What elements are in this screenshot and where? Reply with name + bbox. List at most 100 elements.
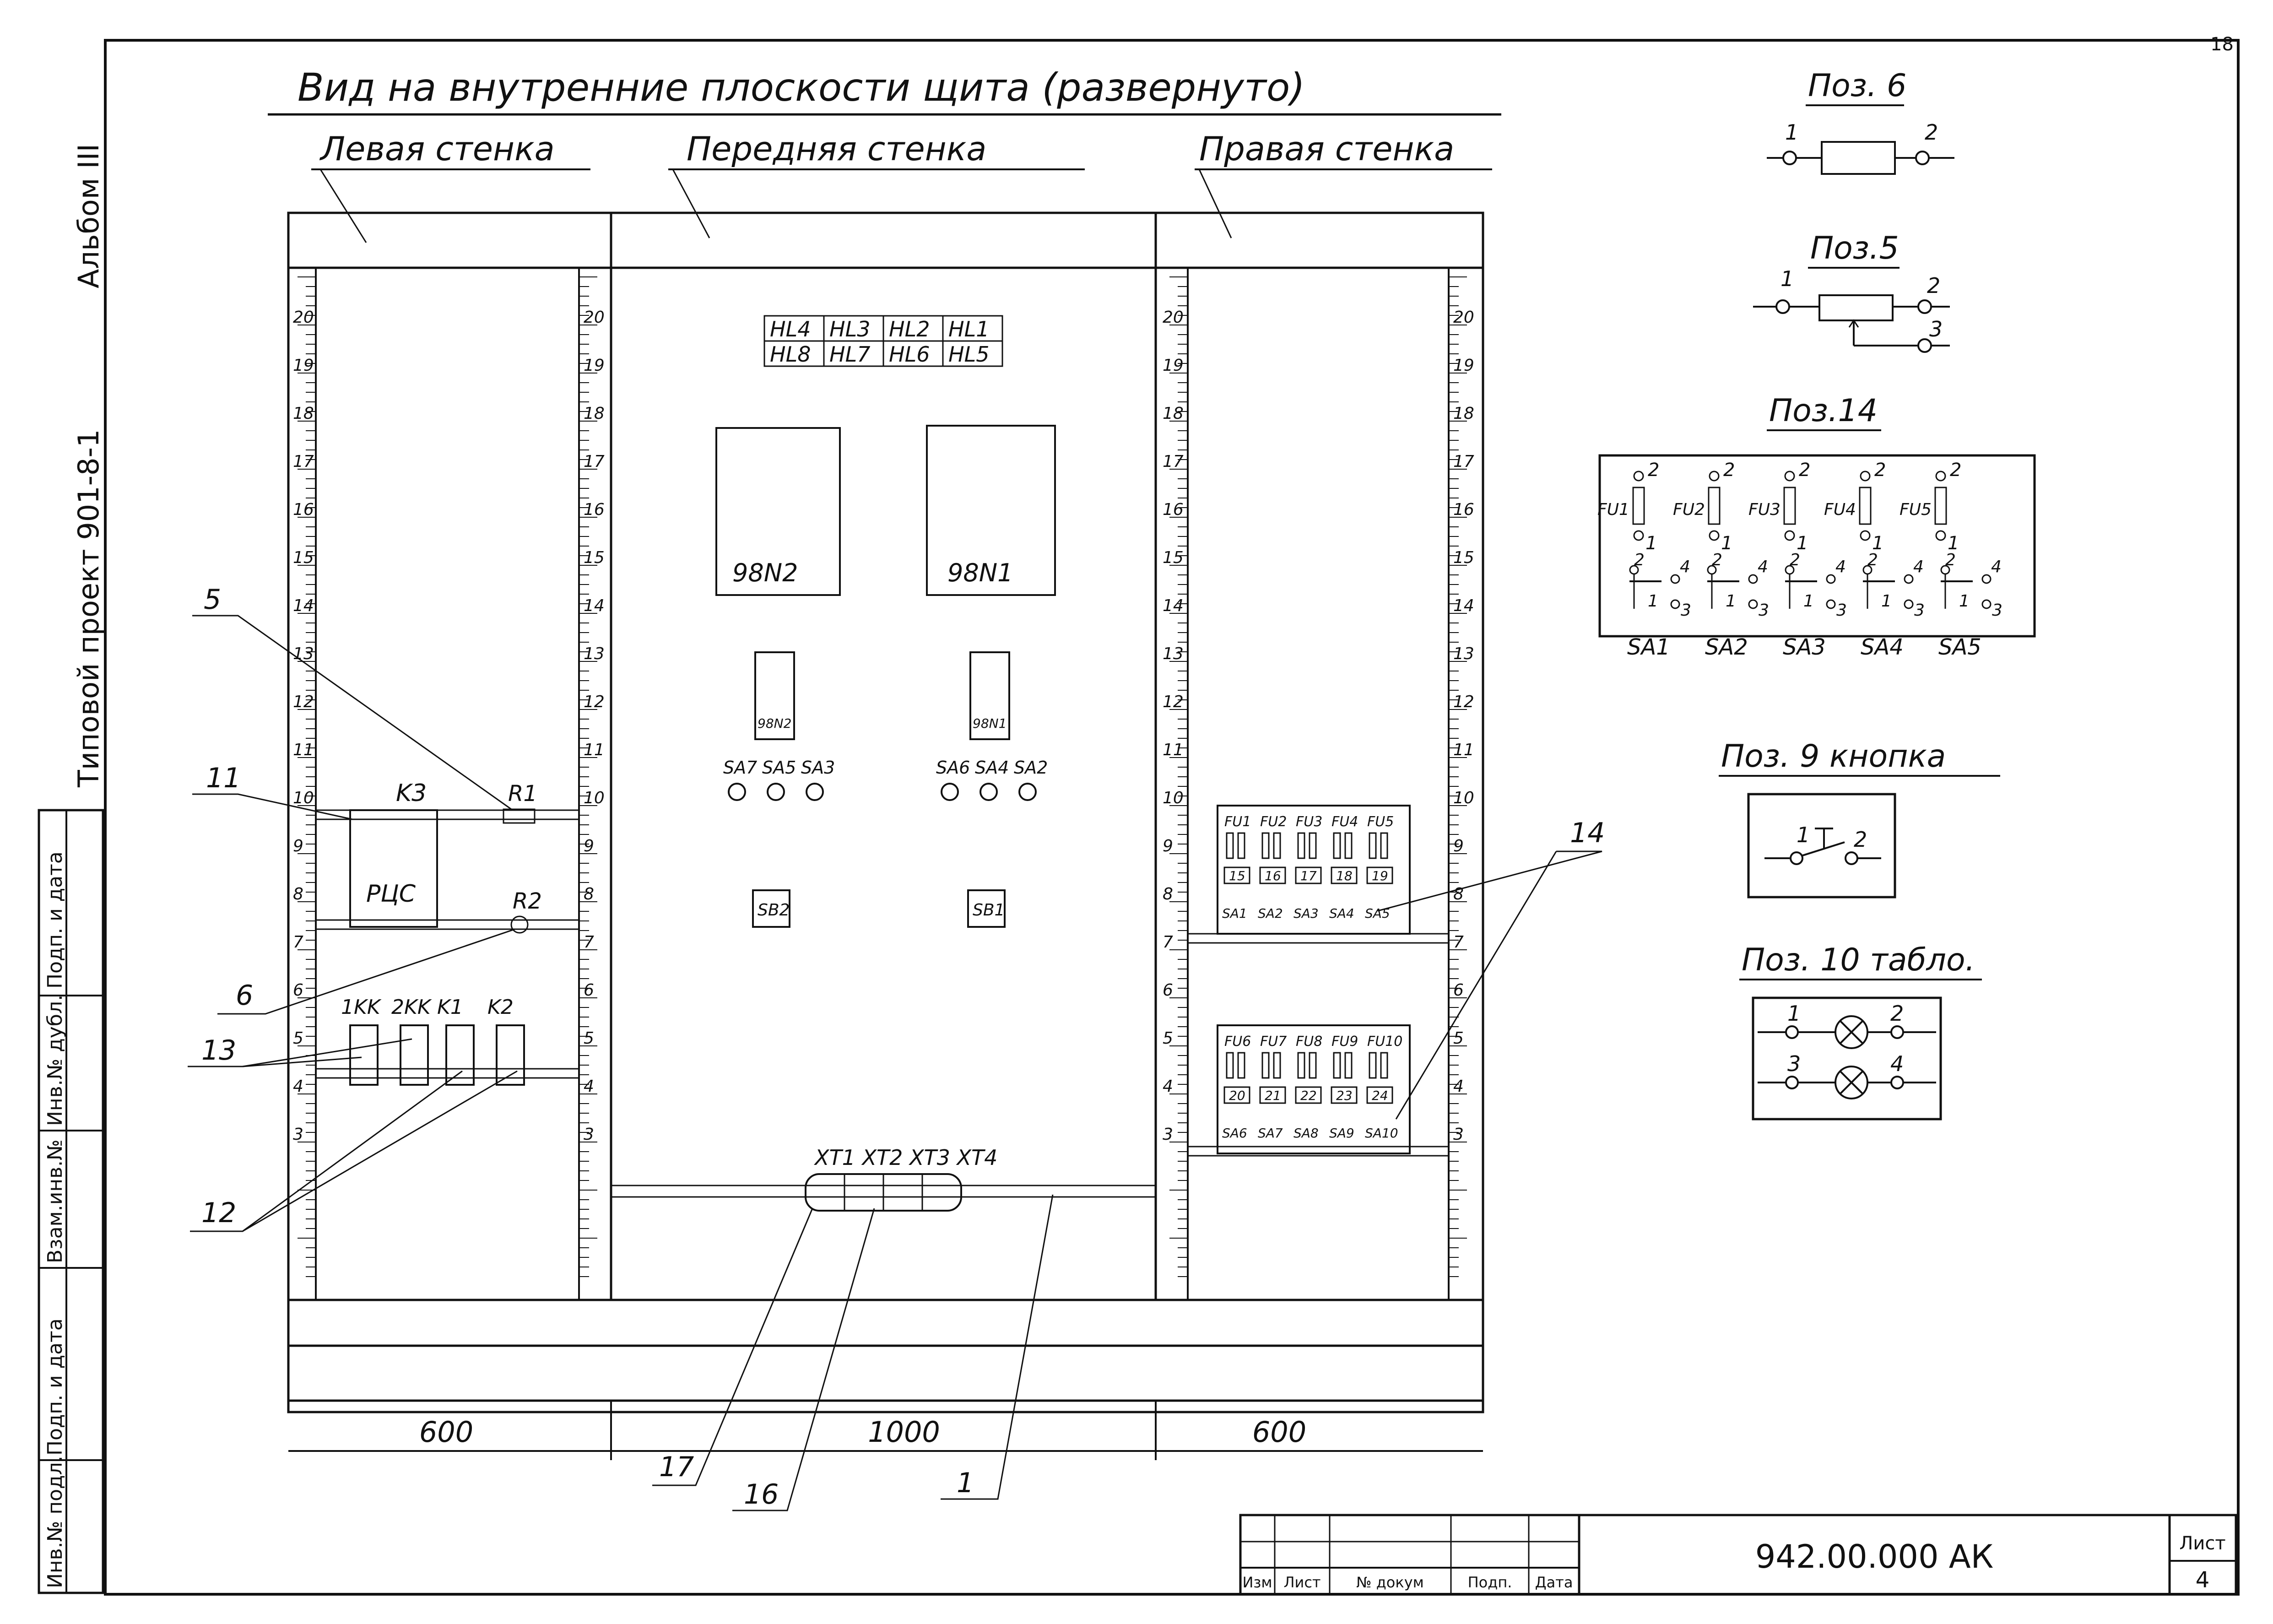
ruler-tick-label: 20 (293, 308, 314, 327)
ruler-tick-label: 7 (1453, 933, 1464, 952)
fuse-element (1369, 1052, 1377, 1079)
fuse-label: FU6 (1224, 1034, 1251, 1050)
stamp-col-dokum: № докум (1356, 1574, 1424, 1591)
poz14-switch-label: SA3 (1783, 634, 1826, 660)
relay-label: 2KK (391, 996, 432, 1019)
marker-cell (1295, 866, 1322, 884)
album-label: Альбом III (72, 144, 105, 288)
callouts: 5 11 6 13 12 17 16 1 14 (188, 584, 1605, 1511)
ruler-tick-label: 4 (293, 1077, 303, 1096)
ruler-tick-label: 6 (293, 981, 303, 1000)
poz14-pin (1748, 599, 1758, 609)
poz9-legend: Поз. 9 кнопка 1 2 (1719, 738, 2000, 899)
ruler-tick-label: 20 (584, 308, 605, 327)
ruler-tick-label: 14 (1163, 596, 1184, 615)
marker-number: 22 (1300, 1088, 1317, 1103)
fuse-element (1261, 1052, 1270, 1079)
ruler-tick-label: 16 (1453, 500, 1474, 519)
poz14-pin-number: 1 (1645, 533, 1657, 554)
stamp-col-data: Дата (1535, 1574, 1573, 1591)
ruler-tick-label: 5 (584, 1029, 594, 1048)
fuse-element (1237, 832, 1245, 859)
poz14-fuse-label: FU4 (1824, 500, 1856, 519)
sa-label: SA3 (1293, 906, 1319, 921)
switch-sa7 (728, 783, 746, 801)
terminal-label: XT1 XT2 XT3 XT4 (814, 1145, 997, 1170)
poz14-pin (1748, 574, 1758, 584)
ruler-tick-label: 14 (1453, 596, 1474, 615)
hl-label: HL5 (948, 342, 989, 367)
fuse-element (1380, 832, 1388, 859)
ruler-tick-label: 9 (1163, 837, 1173, 855)
hl-label: HL6 (889, 342, 930, 367)
poz5-legend: Поз.5 1 2 3 (1753, 230, 1950, 353)
marker-number: 20 (1229, 1088, 1245, 1103)
stamp-label-5: Инв.№ подл. (43, 1456, 67, 1588)
hl-label: HL7 (829, 342, 870, 367)
marker-cell (1259, 1086, 1286, 1104)
ruler-tick-label: 18 (1453, 404, 1474, 423)
callout-17: 17 (659, 1451, 694, 1483)
poz14-pin (1707, 565, 1717, 575)
callout-14: 14 (1570, 817, 1605, 849)
marker-cell (1259, 866, 1286, 884)
fuse-label: FU7 (1260, 1034, 1287, 1050)
ruler-tick-label: 8 (1163, 885, 1173, 904)
poz14-pin-number: 4 (1913, 558, 1924, 576)
ruler-tick-label: 19 (584, 356, 605, 375)
panel-outline (287, 211, 1484, 1413)
ruler-tick-label: 12 (293, 693, 314, 711)
poz14-pin-number: 1 (1881, 592, 1892, 611)
poz14-pin-number: 3 (1992, 601, 2002, 620)
stamp-code: 942.00.000 АК (1755, 1538, 1994, 1575)
callout-13: 13 (201, 1034, 236, 1066)
poz10-pin-3: 3 (1787, 1051, 1801, 1076)
ruler-tick-label: 15 (1453, 548, 1474, 567)
ruler-tick-label: 15 (1163, 548, 1184, 567)
ruler-tick-label: 7 (584, 933, 594, 952)
callout-12: 12 (201, 1197, 236, 1229)
marker-cell (1223, 1086, 1250, 1104)
button-sb1-label: SB1 (973, 901, 1005, 920)
switch-sa5 (767, 783, 785, 801)
callout-5: 5 (204, 584, 221, 616)
ruc-label: РЦС (366, 880, 416, 908)
poz14-fuse-label: FU5 (1900, 500, 1932, 519)
ruler-tick-label: 15 (293, 548, 314, 567)
poz14-pin-number: 3 (1759, 601, 1769, 620)
ruler-tick-label: 6 (1453, 981, 1464, 1000)
sa-label: SA8 (1293, 1126, 1319, 1141)
stamp-col-podp: Подп. (1468, 1574, 1512, 1591)
ruler-tick-label: 4 (1453, 1077, 1464, 1096)
poz14-pin-number: 4 (1991, 558, 2002, 576)
hl-cell (942, 340, 1003, 367)
r1-label: R1 (508, 781, 537, 807)
marker-number: 21 (1265, 1088, 1281, 1103)
ruler-tick-label: 10 (293, 789, 314, 807)
ruler-tick-label: 17 (293, 452, 314, 471)
dim-left: 600 (419, 1415, 473, 1449)
stamp-col-izm: Изм (1242, 1574, 1272, 1591)
poz14-pin (1670, 574, 1680, 584)
left-stamp-box (38, 809, 104, 1594)
fuse-element (1261, 832, 1270, 859)
meter-98n1-label: 98N1 (947, 558, 1013, 587)
poz14-fuse (1934, 487, 1947, 525)
poz14-pin-number: 2 (1712, 551, 1722, 569)
fuse-element (1297, 832, 1305, 859)
ruler-tick-label: 13 (584, 644, 605, 663)
poz14-pin (1826, 574, 1836, 584)
ruler-tick-label: 3 (584, 1125, 594, 1144)
fuse-label: FU1 (1224, 814, 1251, 830)
poz14-pin-number: 3 (1681, 601, 1691, 620)
fuse-label: FU10 (1367, 1034, 1402, 1050)
ruler-tick-label: 11 (584, 741, 605, 759)
ruler-tick-label: 8 (584, 885, 594, 904)
ruler-tick-label: 3 (1453, 1125, 1464, 1144)
poz14-pin-number: 2 (1648, 460, 1659, 481)
button-sb2 (752, 889, 790, 928)
poz14-pin-number: 1 (1648, 592, 1658, 611)
ruler-tick-label: 18 (293, 404, 314, 423)
switch-sa3 (806, 783, 824, 801)
